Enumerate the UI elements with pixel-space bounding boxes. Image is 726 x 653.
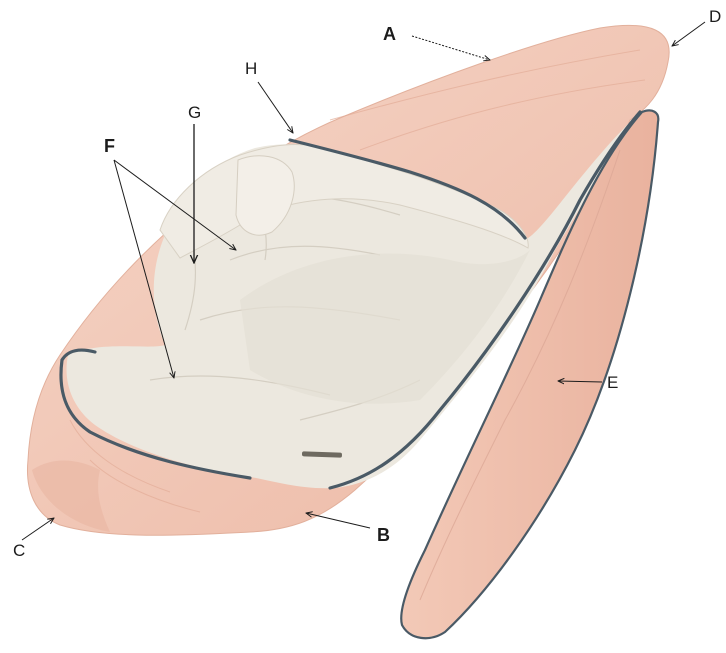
label-b-group: B [306,513,390,545]
label-d-group: D [672,7,721,46]
label-e: E [607,373,618,392]
arrow-b [306,513,370,528]
arrow-c [22,518,54,540]
label-c: C [13,541,25,560]
label-b: B [377,525,390,545]
label-a: A [383,24,396,44]
label-h-group: H [245,59,293,133]
label-d: D [709,7,721,26]
arrow-h [258,82,293,133]
arrow-a [412,36,490,60]
label-g: G [188,103,201,122]
arrow-d [672,22,705,46]
label-f: F [104,136,115,156]
label-c-group: C [13,518,54,560]
label-h: H [245,59,257,78]
label-a-group: A [383,24,490,60]
